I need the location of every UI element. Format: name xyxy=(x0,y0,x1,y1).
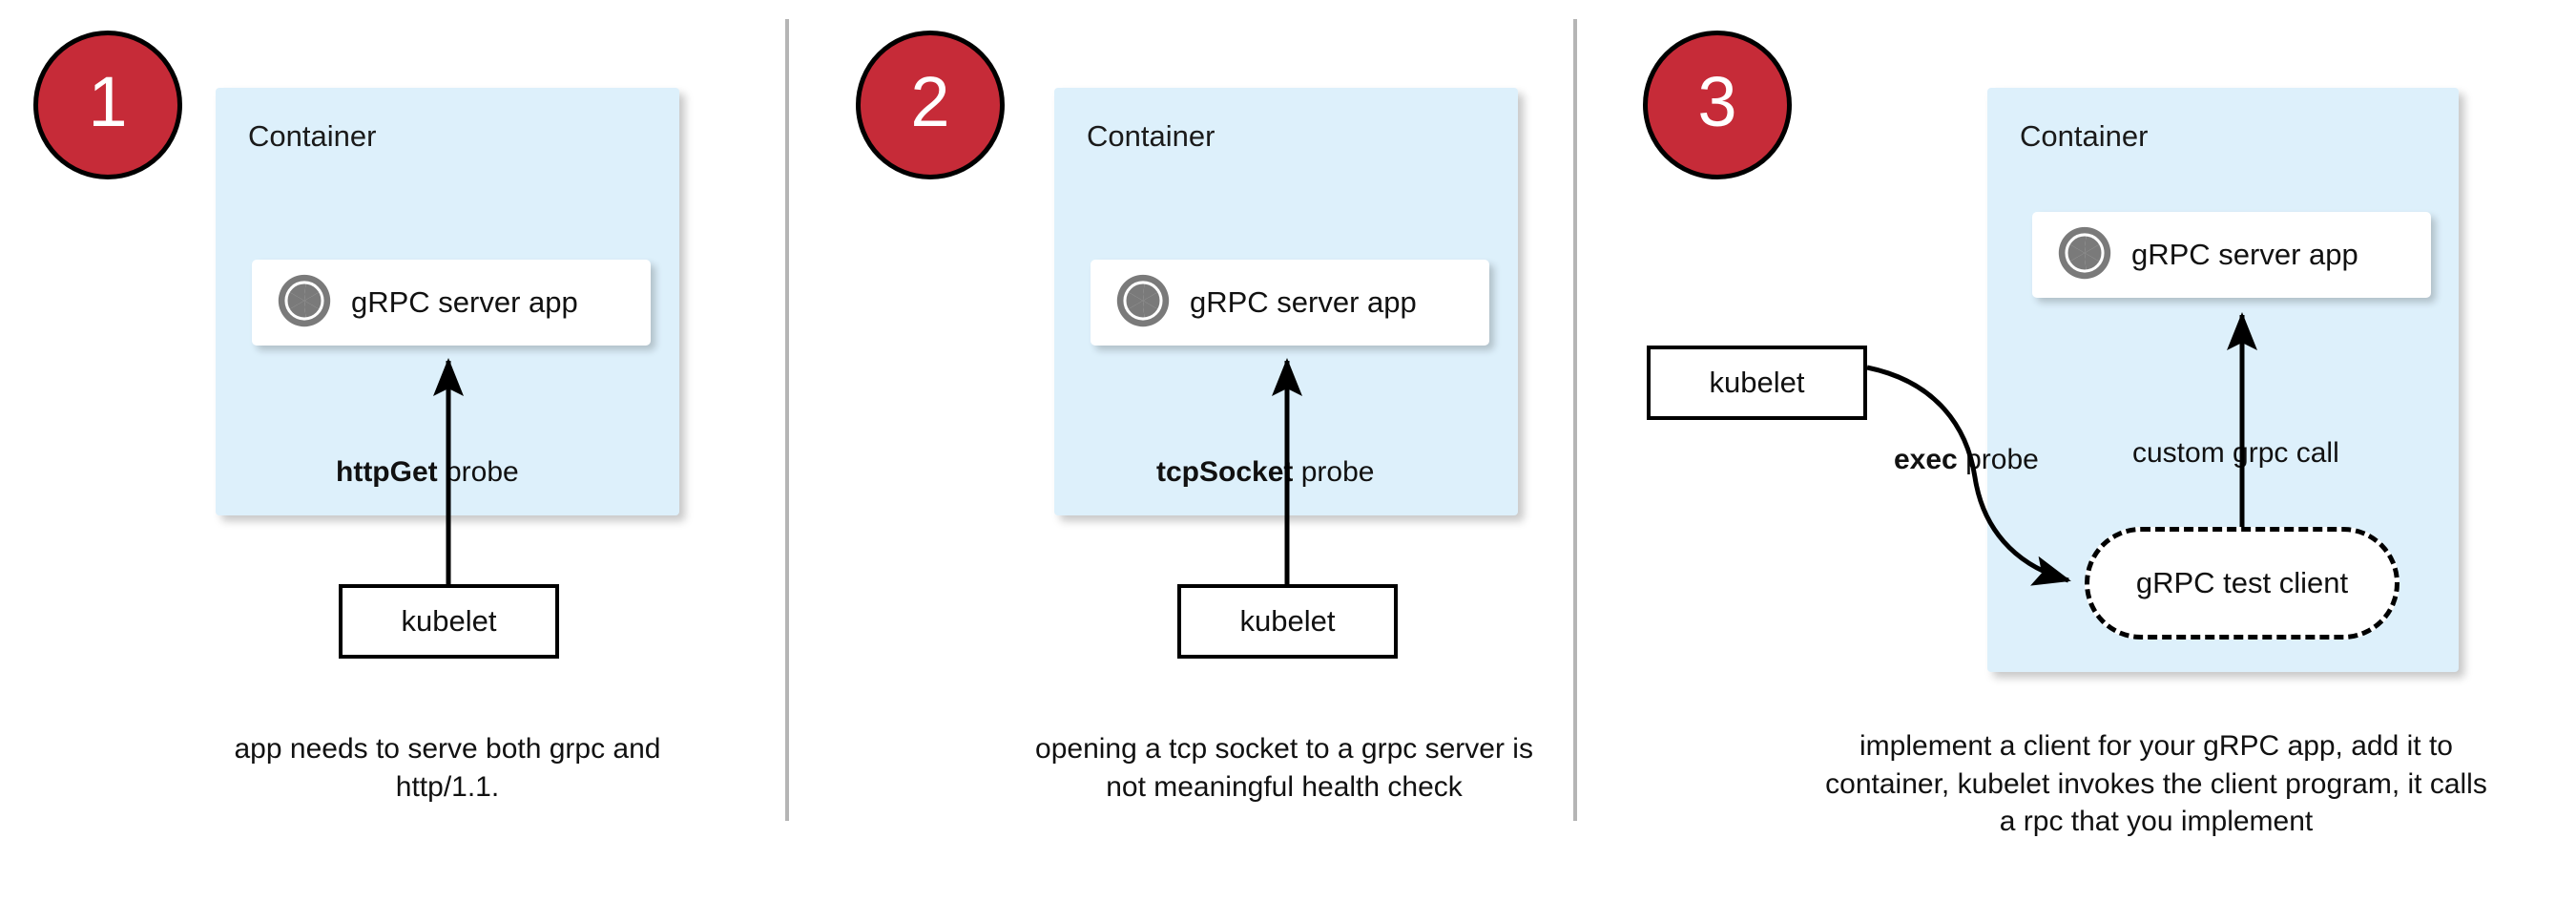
probe-label-3-rest: probe xyxy=(1957,444,2039,475)
probe-label-1: httpGet probe xyxy=(336,456,519,489)
kubelet-label-1: kubelet xyxy=(401,604,497,638)
probe-label-2: tcpSocket probe xyxy=(1156,456,1374,489)
panel-caption-1: app needs to serve both grpc and http/1.… xyxy=(234,733,661,803)
probe-label-3: exec probe xyxy=(1894,444,2039,476)
step-badge-1: 1 xyxy=(33,31,182,179)
grpc-test-client-box: gRPC test client xyxy=(2085,527,2399,640)
grpc-logo-icon xyxy=(1115,273,1171,333)
grpc-logo-icon xyxy=(277,273,332,333)
step-badge-2: 2 xyxy=(856,31,1005,179)
grpc-server-app-card-2: gRPC server app xyxy=(1091,260,1489,346)
kubelet-box-1: kubelet xyxy=(339,584,559,659)
step-badge-1-number: 1 xyxy=(88,62,128,141)
container-label-2: Container xyxy=(1087,119,1215,153)
panel-divider-2 xyxy=(1573,19,1577,821)
panel-caption-2: opening a tcp socket to a grpc server is… xyxy=(1035,733,1533,803)
probe-label-2-rest: probe xyxy=(1293,456,1375,488)
probe-label-2-bold: tcpSocket xyxy=(1156,456,1294,488)
kubelet-label-3: kubelet xyxy=(1709,366,1805,399)
probe-label-1-bold: httpGet xyxy=(336,456,438,488)
custom-grpc-call-label: custom grpc call xyxy=(2132,437,2339,469)
kubelet-box-2: kubelet xyxy=(1177,584,1398,659)
panel-caption-3: implement a client for your gRPC app, ad… xyxy=(1825,730,2487,838)
grpc-server-app-card-1: gRPC server app xyxy=(252,260,651,346)
grpc-server-app-label-1: gRPC server app xyxy=(351,285,578,319)
grpc-server-app-card-3: gRPC server app xyxy=(2032,212,2431,298)
step-badge-3: 3 xyxy=(1643,31,1792,179)
grpc-test-client-label: gRPC test client xyxy=(2135,566,2349,599)
grpc-logo-icon xyxy=(2057,225,2112,285)
container-label-1: Container xyxy=(248,119,377,153)
kubelet-label-2: kubelet xyxy=(1239,604,1336,638)
container-label-3: Container xyxy=(2020,119,2149,153)
grpc-server-app-label-3: gRPC server app xyxy=(2131,238,2358,271)
probe-label-3-bold: exec xyxy=(1894,444,1958,475)
kubelet-box-3: kubelet xyxy=(1647,346,1867,420)
grpc-server-app-label-2: gRPC server app xyxy=(1190,285,1417,319)
panel-divider-1 xyxy=(785,19,789,821)
probe-label-1-rest: probe xyxy=(437,456,519,488)
step-badge-2-number: 2 xyxy=(910,62,950,141)
step-badge-3-number: 3 xyxy=(1697,62,1737,141)
